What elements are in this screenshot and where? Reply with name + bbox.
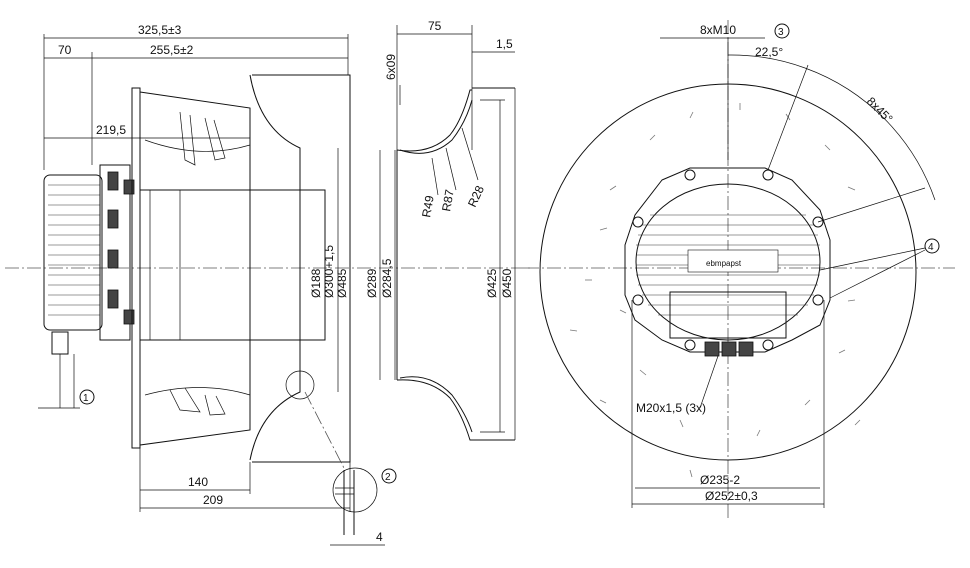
dim-485: Ø485 (335, 268, 349, 298)
dim-219: 219,5 (96, 123, 126, 137)
dim-255: 255,5±2 (150, 43, 194, 57)
dim-252: Ø252±0,3 (705, 489, 758, 503)
front-view (525, 20, 955, 520)
dim-425: Ø425 (485, 268, 499, 298)
dim-289: Ø289 (365, 268, 379, 298)
radius-28: R28 (465, 183, 487, 209)
dim-75: 75 (428, 19, 442, 33)
dim-188: Ø188 (309, 268, 323, 298)
angle-22-5: 22,5° (755, 45, 783, 59)
callout-4: 4 (928, 242, 934, 253)
dim-4: 4 (376, 530, 383, 544)
dim-6x09: 6x09 (384, 54, 398, 80)
brand-label: ebmpapst (706, 259, 742, 268)
nozzle-section (379, 25, 516, 441)
radius-87: R87 (439, 188, 457, 212)
dim-209: 209 (203, 493, 223, 507)
labels: 325,5±3 70 255,5±2 219,5 140 209 4 Ø188 … (58, 19, 896, 544)
callouts: 1 2 3 4 (79, 23, 940, 484)
side-view (5, 34, 530, 546)
dim-325: 325,5±3 (138, 23, 182, 37)
callout-3: 3 (778, 27, 784, 38)
dim-70: 70 (58, 43, 72, 57)
angle-8x45: 8x45° (864, 94, 896, 126)
dim-300: Ø300+1,5 (322, 245, 336, 298)
dim-235: Ø235-2 (700, 473, 740, 487)
dim-140: 140 (188, 475, 208, 489)
dim-450: Ø450 (500, 268, 514, 298)
callout-2: 2 (385, 472, 391, 483)
label-8xm10: 8xM10 (700, 23, 736, 37)
radius-49: R49 (419, 194, 437, 218)
dim-1-5: 1,5 (496, 37, 513, 51)
label-m20: M20x1,5 (3x) (636, 401, 706, 415)
callout-1: 1 (83, 393, 89, 404)
dim-284: Ø284,5 (380, 258, 394, 298)
